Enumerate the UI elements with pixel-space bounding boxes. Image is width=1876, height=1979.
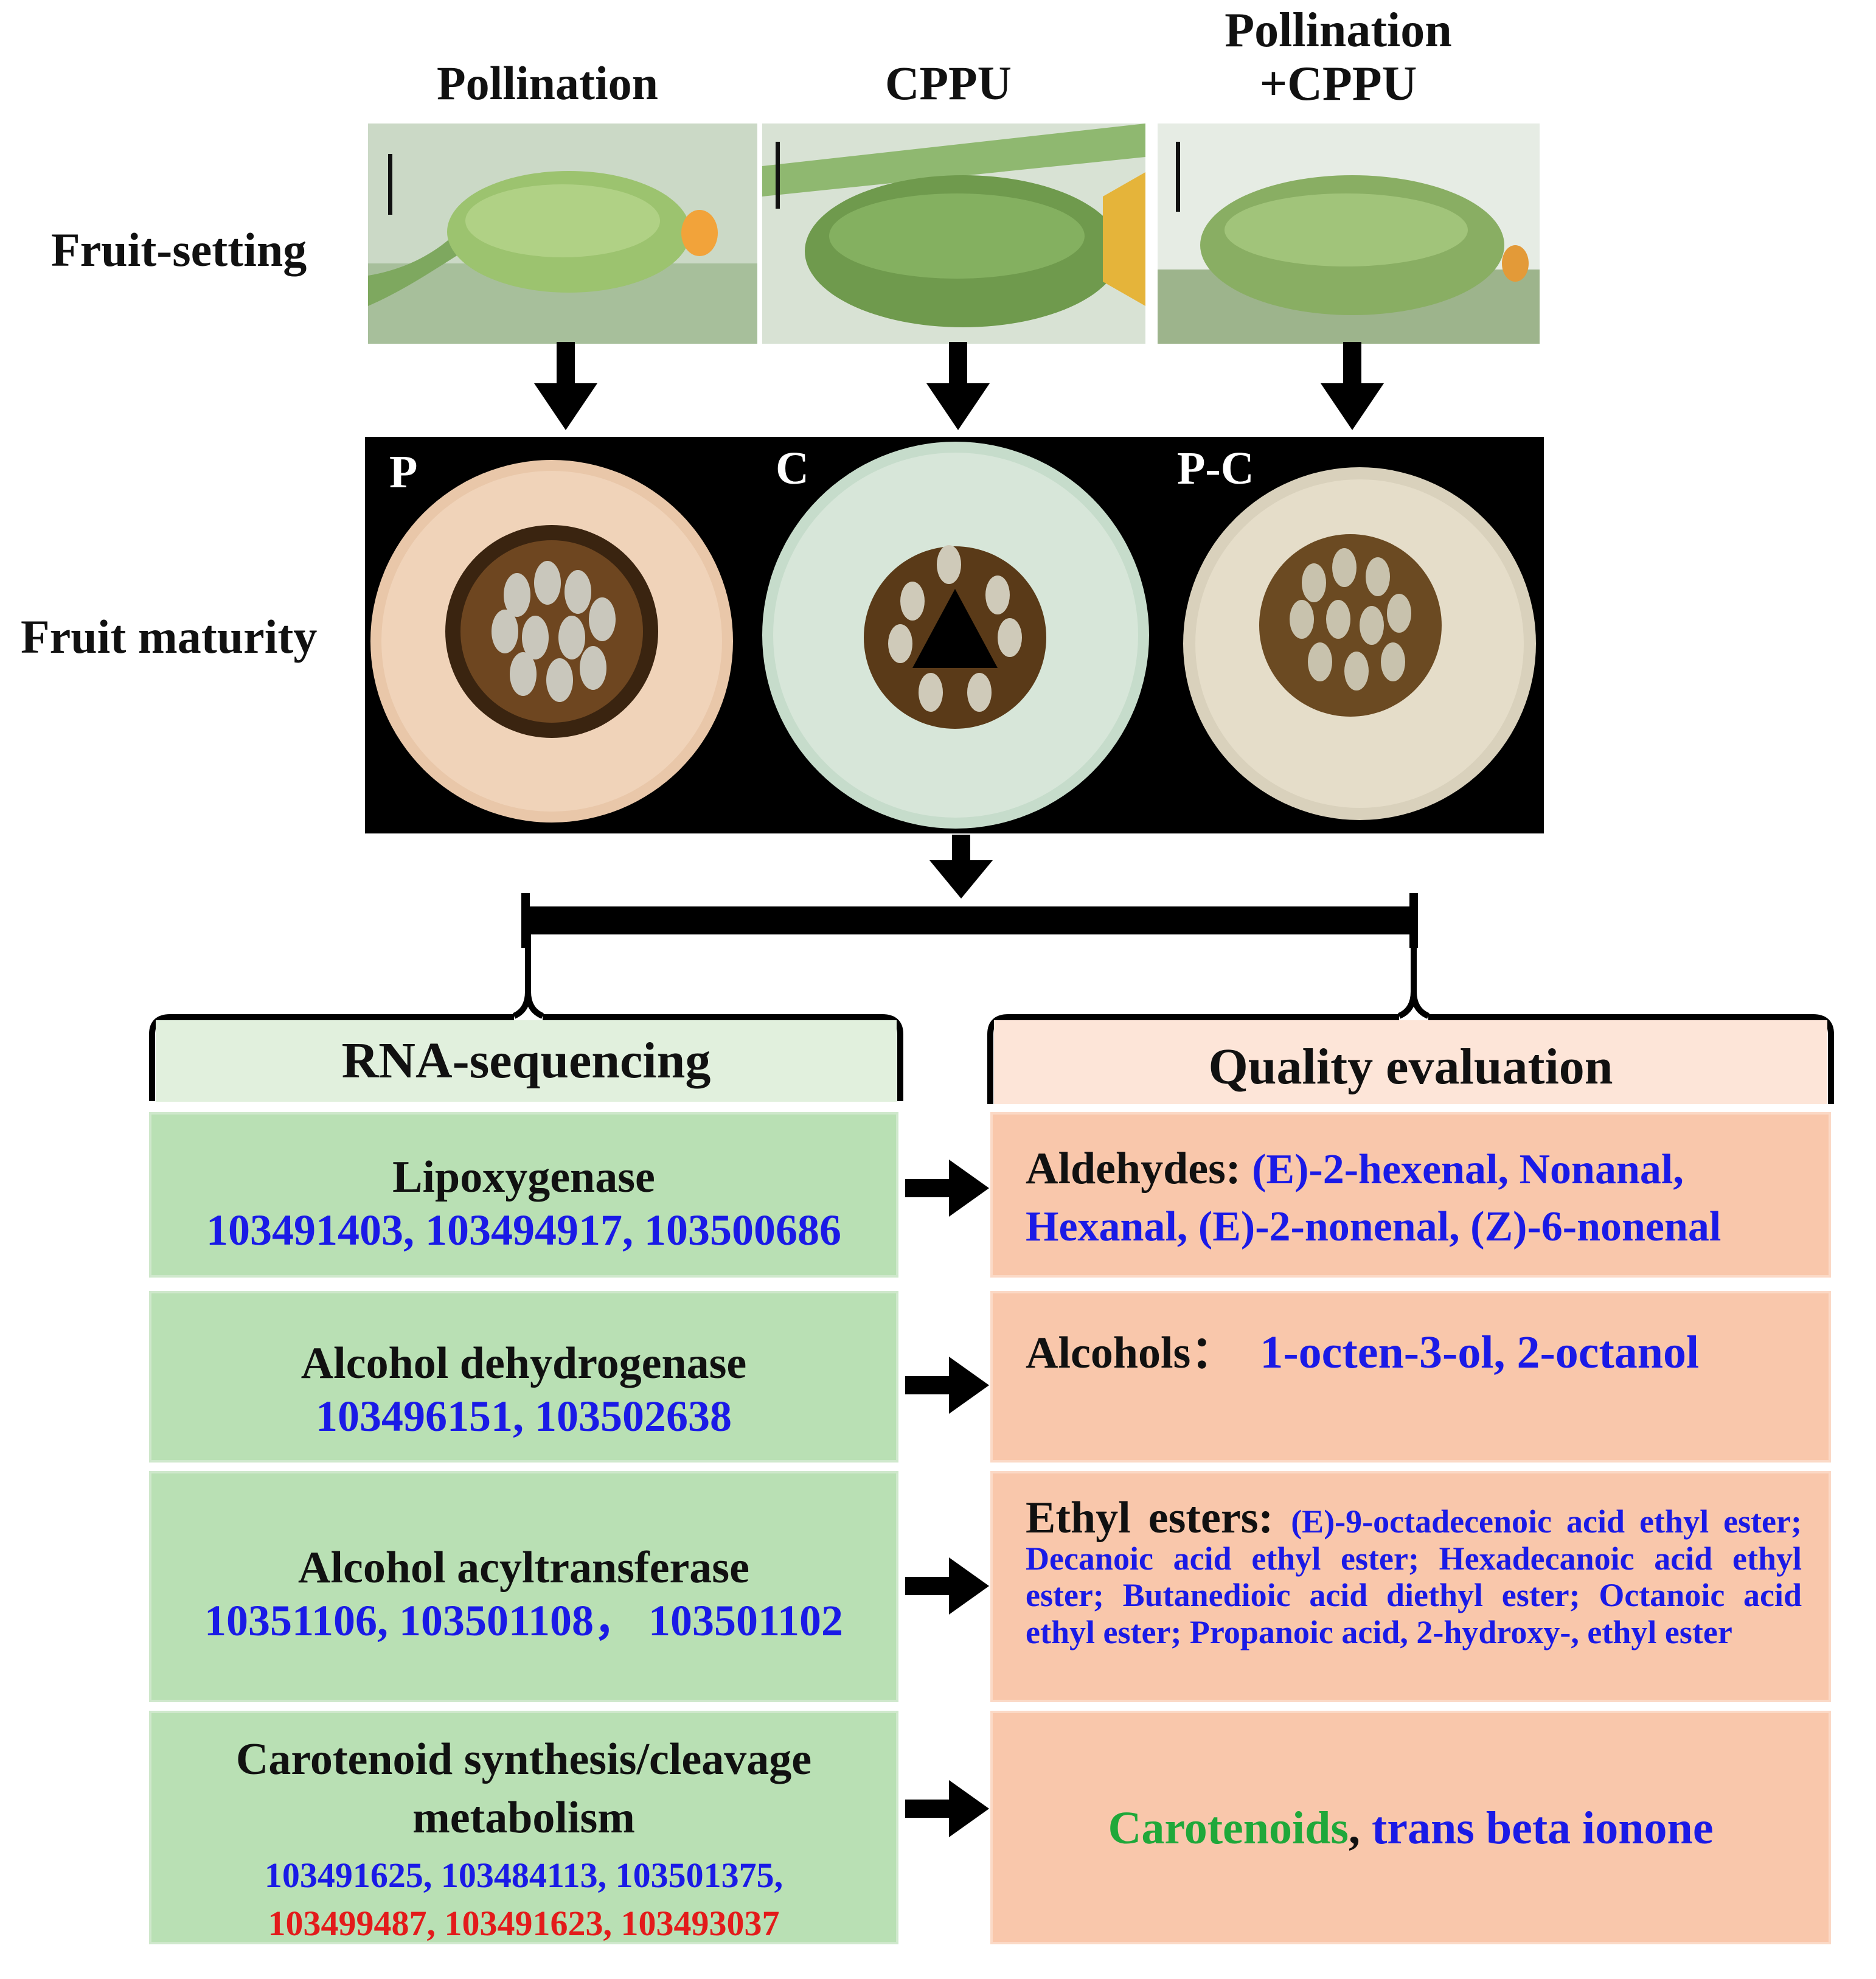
enzyme-box-alcohol-dehydrogenase: Alcohol dehydrogenase 103496151, 1035026… — [149, 1291, 898, 1463]
gene-ids: 103496151, 103502638 — [316, 1392, 732, 1441]
fruit-maturity-panel: P C P-C — [365, 437, 1544, 833]
panel-letter-p: P — [389, 447, 418, 498]
photo-pollination-cppu-fruit — [1158, 123, 1540, 344]
compound-category: Aldehydes: — [1026, 1144, 1252, 1194]
label-pollination-cppu-line2: +CPPU — [1259, 57, 1417, 111]
gene-ids-up: 103491625, 103484113, 103501375, — [264, 1856, 783, 1896]
gene-ids-down: 103499487, 103491623, 103493037 — [268, 1903, 780, 1943]
label-pollination-cppu-line1: Pollination — [1225, 4, 1452, 57]
panel-letter-c: C — [776, 443, 809, 494]
enzyme-box-lipoxygenase: Lipoxygenase 103491403, 103494917, 10350… — [149, 1112, 898, 1278]
compound-category: Ethyl esters: — [1026, 1493, 1291, 1543]
compound-list: 1-octen-3-ol, 2-octanol — [1260, 1327, 1700, 1378]
enzyme-name: Lipoxygenase — [392, 1152, 655, 1202]
photo-pollination-fruit — [368, 123, 757, 344]
gene-ids: 10351106, 103501108， 103501102 — [204, 1596, 844, 1646]
arrow-down-icon — [926, 342, 990, 430]
compound-box-ethyl-esters: Ethyl esters: (E)-9-octadecenoic acid et… — [990, 1471, 1831, 1702]
bracket-connector — [149, 893, 1834, 1104]
rna-sequencing-header: RNA-sequencing — [341, 1032, 711, 1089]
compound-box-carotenoids: Carotenoids, trans beta ionone — [990, 1711, 1831, 1944]
photo-cppu-fruit — [762, 123, 1145, 344]
enzyme-name: Alcohol dehydrogenase — [301, 1338, 747, 1388]
compound-box-aldehydes: Aldehydes: (E)-2-hexenal, Nonanal, Hexan… — [990, 1112, 1831, 1278]
compound-separator: , — [1348, 1803, 1372, 1854]
enzyme-box-carotenoid-metabolism: Carotenoid synthesis/cleavage metabolism… — [149, 1711, 898, 1944]
compound-list: (E)-2-hexenal, Nonanal, — [1252, 1146, 1684, 1193]
rna-header-band — [156, 1020, 897, 1102]
enzyme-box-alcohol-acyltransferase: Alcohol acyltransferase 10351106, 103501… — [149, 1471, 898, 1702]
compound-category: Alcohols： — [1026, 1328, 1236, 1378]
label-fruit-maturity: Fruit maturity — [21, 610, 318, 663]
enzyme-name: Carotenoid synthesis/cleavage — [235, 1734, 812, 1784]
arrow-right-icon — [905, 1160, 989, 1217]
label-cppu: CPPU — [885, 57, 1012, 110]
compound-trans-beta-ionone: trans beta ionone — [1371, 1803, 1714, 1854]
compound-list: (E)-9-octadecenoic acid ethyl ester; Dec… — [1026, 1503, 1802, 1650]
quality-header-band — [994, 1020, 1827, 1104]
label-fruit-setting: Fruit-setting — [51, 223, 307, 276]
arrow-right-icon — [905, 1557, 989, 1615]
compound-carotenoids: Carotenoids — [1108, 1803, 1349, 1854]
label-pollination-cppu: Pollination +CPPU — [1192, 4, 1484, 111]
quality-evaluation-header: Quality evaluation — [1208, 1038, 1613, 1095]
arrow-right-icon — [905, 1357, 989, 1414]
arrow-down-icon — [1321, 342, 1384, 430]
compound-box-alcohols: Alcohols： 1-octen-3-ol, 2-octanol — [990, 1291, 1831, 1463]
enzyme-name: metabolism — [412, 1793, 635, 1843]
panel-letter-pc: P-C — [1177, 443, 1254, 494]
arrow-right-icon — [905, 1780, 989, 1837]
gene-ids: 103491403, 103494917, 103500686 — [206, 1206, 841, 1255]
compound-list: Hexanal, (E)-2-nonenal, (Z)-6-nonenal — [1026, 1203, 1721, 1250]
label-pollination: Pollination — [437, 57, 659, 110]
arrow-down-icon — [929, 835, 993, 899]
enzyme-name: Alcohol acyltransferase — [298, 1543, 749, 1593]
arrow-down-icon — [534, 342, 597, 430]
